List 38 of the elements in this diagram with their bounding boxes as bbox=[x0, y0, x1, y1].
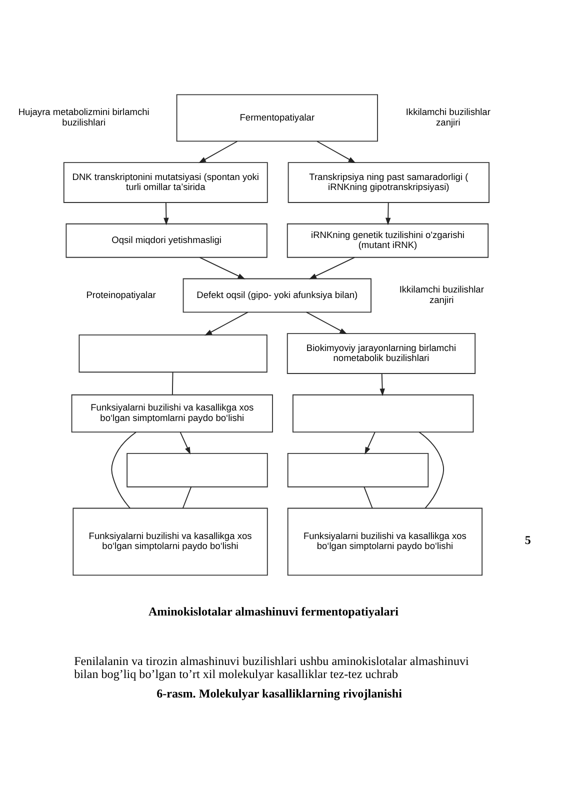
arrow bbox=[306, 312, 348, 334]
label: Ikkilamchi buzilishlar zanjiri bbox=[406, 107, 490, 128]
label: Hujayra metabolizmini birlamchi buzilishlari bbox=[18, 107, 150, 128]
arrow bbox=[204, 312, 248, 336]
arrow bbox=[380, 373, 385, 396]
arrow bbox=[180, 432, 191, 455]
arrow bbox=[164, 202, 169, 226]
arrow bbox=[199, 256, 246, 280]
arrow bbox=[364, 432, 376, 455]
label: 5 bbox=[524, 532, 531, 547]
node-box: Funksiyalarni buzilishi va kasallikga xos bo‘lgan simptolarni paydo bo‘lishi bbox=[72, 508, 268, 576]
connector bbox=[172, 372, 174, 395]
label: Proteinopatiyalar bbox=[86, 290, 156, 300]
arrow bbox=[309, 256, 356, 280]
node-box bbox=[78, 334, 268, 373]
node-box: Funksiyalarni buzilishi va kasallikga xos bo‘lgan simptomlarni paydo bo‘lishi bbox=[71, 394, 273, 433]
node-box: Fermentopatiyalar bbox=[176, 94, 378, 142]
connector bbox=[182, 486, 192, 509]
connector bbox=[418, 432, 444, 509]
node-box bbox=[292, 394, 474, 433]
label: Fenilalanin va tirozin almashinuvi buzilishlari ushbu aminokislotalar almashinuvi bilan bog’liq bo’lgan to’rt xil molekulyar kasalliklar tez-tez uchrab bbox=[74, 654, 469, 681]
connector bbox=[111, 432, 137, 509]
node-box: DNK transkriptonini mutatsiyasi (spontan yoki turli omillar ta’sirida bbox=[63, 162, 268, 203]
node-box: Biokimyoviy jarayonlarning birlamchi nometabolik buzilishlari bbox=[286, 333, 476, 374]
node-box: iRNKning genetik tuzilishini o'zgarishi (mutant iRNK) bbox=[286, 223, 489, 258]
node-box: Transkripsiya ning past samaradorligi ( iRNKning gipotranskripsiyasi) bbox=[288, 162, 490, 203]
arrow bbox=[386, 202, 391, 226]
arrow bbox=[198, 140, 238, 164]
label: Ikkilamchi buzilishlar zanjiri bbox=[399, 284, 484, 305]
label: Aminokislotalar almashinuvi fermentopatiyalari bbox=[148, 604, 399, 619]
node-box: Funksiyalarni buzilishi va kasallikga xos bo‘lgan simptolarni paydo bo‘lishi bbox=[287, 508, 483, 576]
caption: 6-rasm. Molekulyar kasalliklarning rivojlanishi bbox=[156, 686, 402, 700]
node-box bbox=[287, 452, 429, 488]
node-box: Defekt oqsil (gipo- yoki afunksiya bilan) bbox=[182, 278, 372, 313]
node-box bbox=[126, 452, 268, 488]
arrow bbox=[316, 140, 356, 164]
node-box: Oqsil miqdori yetishmasligi bbox=[66, 223, 268, 258]
connector bbox=[364, 486, 373, 509]
